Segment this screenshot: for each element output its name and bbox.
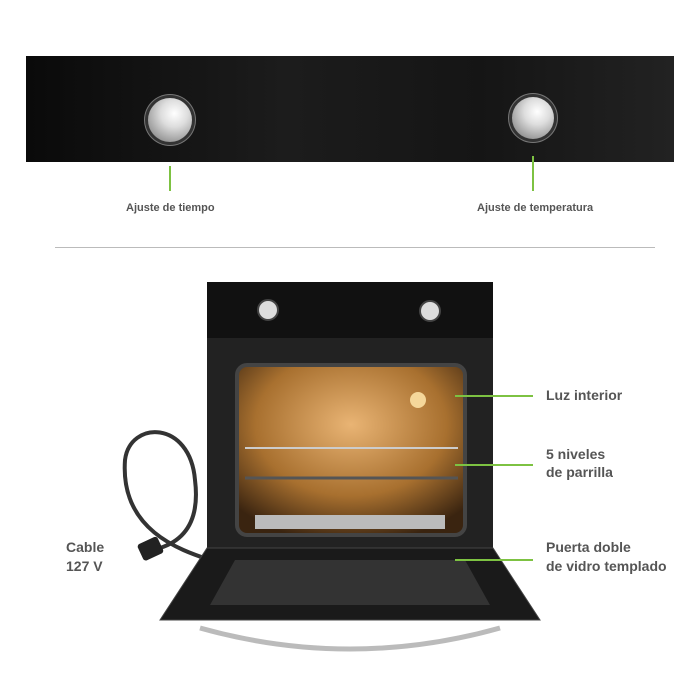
door-callout-line: [455, 559, 533, 561]
time-label: Ajuste de tiempo: [126, 202, 215, 214]
door-handle: [199, 625, 501, 652]
time-callout-line: [169, 166, 171, 191]
oven-cavity: [235, 363, 467, 537]
time-knob: [148, 98, 192, 142]
temperature-knob: [512, 97, 554, 139]
baking-tray: [255, 515, 445, 529]
interior-light: [410, 392, 426, 408]
oven-illustration: [122, 282, 541, 652]
oven-temperature-knob: [419, 300, 441, 322]
cable-label-line1: Cable: [66, 539, 105, 555]
oven-time-knob: [257, 299, 279, 321]
temperature-label: Ajuste de temperatura: [477, 202, 594, 214]
oven-control-panel: [207, 282, 493, 338]
temperature-callout-line: [532, 156, 534, 191]
light-label: Luz interior: [546, 387, 623, 403]
racks-label-line1: 5 niveles: [546, 446, 606, 462]
control-panel-closeup: [26, 56, 674, 162]
racks-callout-line: [455, 464, 533, 466]
door-label-line2: de vidro templado: [546, 558, 667, 574]
door-glass: [210, 560, 490, 605]
racks-label-line2: de parrilla: [546, 464, 613, 480]
divider: [55, 247, 655, 248]
light-callout-line: [455, 395, 533, 397]
cable-label-line2: 127 V: [66, 558, 103, 574]
power-cable: [122, 430, 211, 562]
door-label-line1: Puerta doble: [546, 539, 631, 555]
plug: [137, 536, 164, 561]
